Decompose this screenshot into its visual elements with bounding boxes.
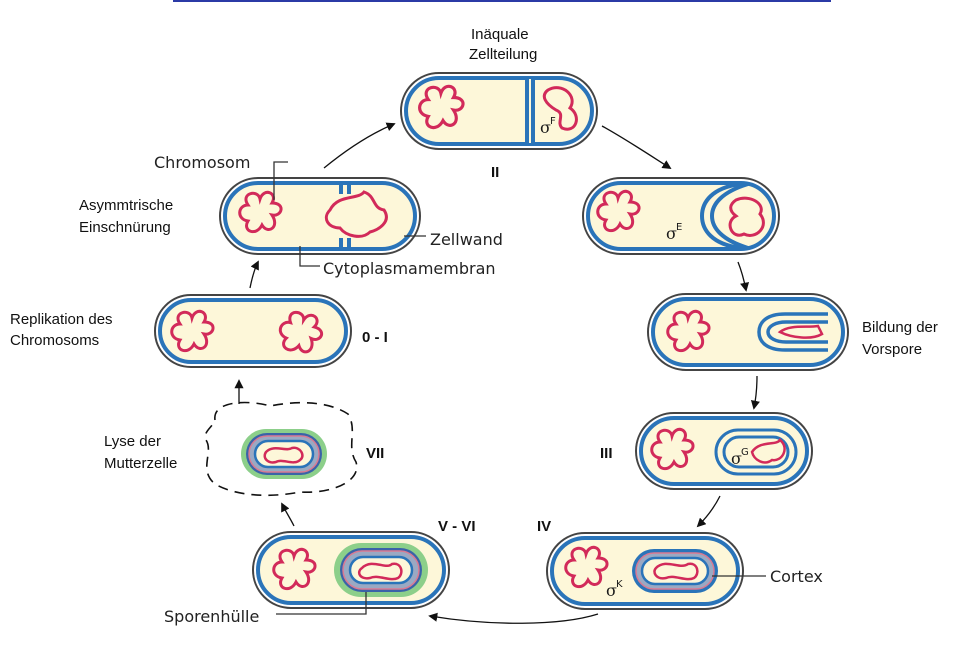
arrow [750, 375, 760, 410]
cell-spore-coat [252, 531, 450, 615]
sigma-symbol: σ [540, 118, 551, 137]
sigma-k-label: K [616, 579, 623, 590]
chromosome [750, 438, 786, 464]
arrow [696, 495, 721, 528]
arrow [601, 125, 672, 169]
chromosome [542, 86, 578, 131]
label-cytoplasmamembran: Cytoplasmamembran [323, 259, 496, 278]
chromosome [777, 324, 824, 339]
cycle-arrows [234, 122, 760, 624]
label-vorspore: Vorspore [862, 341, 922, 358]
cell-inaquale-division: σ F [400, 72, 598, 150]
label-mutterzelle: Mutterzelle [104, 455, 177, 472]
sigma-g-label: G [741, 447, 749, 458]
cell-engulfment-complete: σ G [635, 412, 813, 490]
label-zellteilung: Zellteilung [469, 46, 537, 63]
cell-cortex: σ K [546, 532, 766, 610]
label-lyse: Lyse der [104, 433, 161, 450]
cell-lysis [204, 401, 358, 497]
stage-iv: IV [537, 518, 551, 535]
label-chromosoms: Chromosoms [10, 332, 99, 349]
stage-0-i: 0 - I [362, 329, 388, 346]
stage-v-vi: V - VI [438, 518, 476, 535]
sigma-symbol: σ [731, 449, 742, 468]
arrow [323, 122, 396, 169]
arrow [737, 261, 750, 292]
cell-engulfment-start: σ E [582, 177, 780, 255]
chromosome [263, 446, 304, 464]
sigma-f-label: F [550, 116, 556, 127]
sigma-symbol: σ [666, 224, 677, 243]
cell-asymmetric-constriction [219, 161, 426, 267]
stage-vii: VII [366, 445, 384, 462]
sigma-e-label: E [676, 222, 682, 233]
cell-replication [154, 294, 352, 368]
sigma-symbol: σ [606, 581, 617, 600]
chromosome [728, 196, 765, 237]
label-chromosom: Chromosom [154, 153, 250, 172]
arrow [428, 612, 599, 624]
arrow [281, 502, 295, 527]
chromosome [324, 190, 388, 238]
label-inaquale: Inäquale [471, 26, 529, 43]
stage-ii: II [491, 164, 499, 181]
label-zellwand: Zellwand [430, 230, 503, 249]
label-replikation: Replikation des [10, 311, 113, 328]
label-cortex: Cortex [770, 567, 823, 586]
chromosome [653, 562, 699, 581]
label-einschnuerung: Einschnürung [79, 219, 171, 236]
stage-iii: III [600, 445, 613, 462]
cell-prespore-formation [647, 293, 849, 371]
label-bildung: Bildung der [862, 319, 938, 336]
label-asymmetric: Asymmtrische [79, 197, 173, 214]
label-sporenhuelle: Sporenhülle [164, 607, 259, 626]
arrow [249, 260, 259, 289]
chromosome [358, 562, 403, 581]
